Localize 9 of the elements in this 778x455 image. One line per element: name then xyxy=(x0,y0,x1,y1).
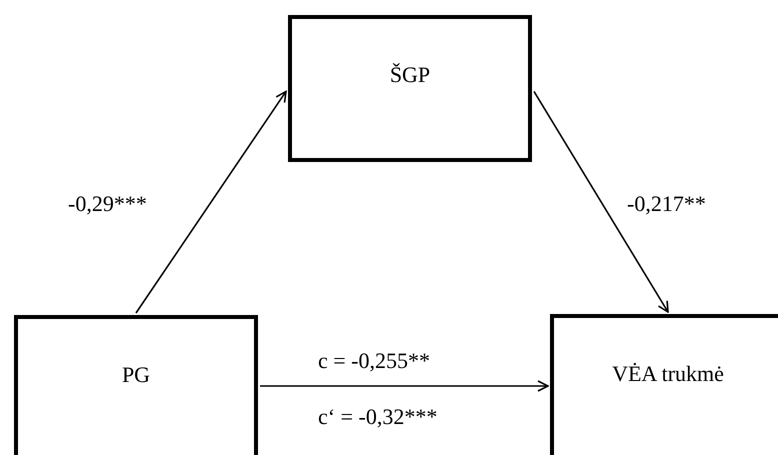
variable-name: VĖA trukmė xyxy=(612,360,724,388)
variable-name: ŠGP xyxy=(390,61,430,88)
variable-box xyxy=(14,315,258,455)
variable-box xyxy=(288,15,532,162)
arrow xyxy=(533,91,669,313)
arrow xyxy=(260,380,549,392)
arrow xyxy=(135,90,287,314)
variable-name: PG xyxy=(122,361,150,388)
variable-box xyxy=(550,314,778,455)
